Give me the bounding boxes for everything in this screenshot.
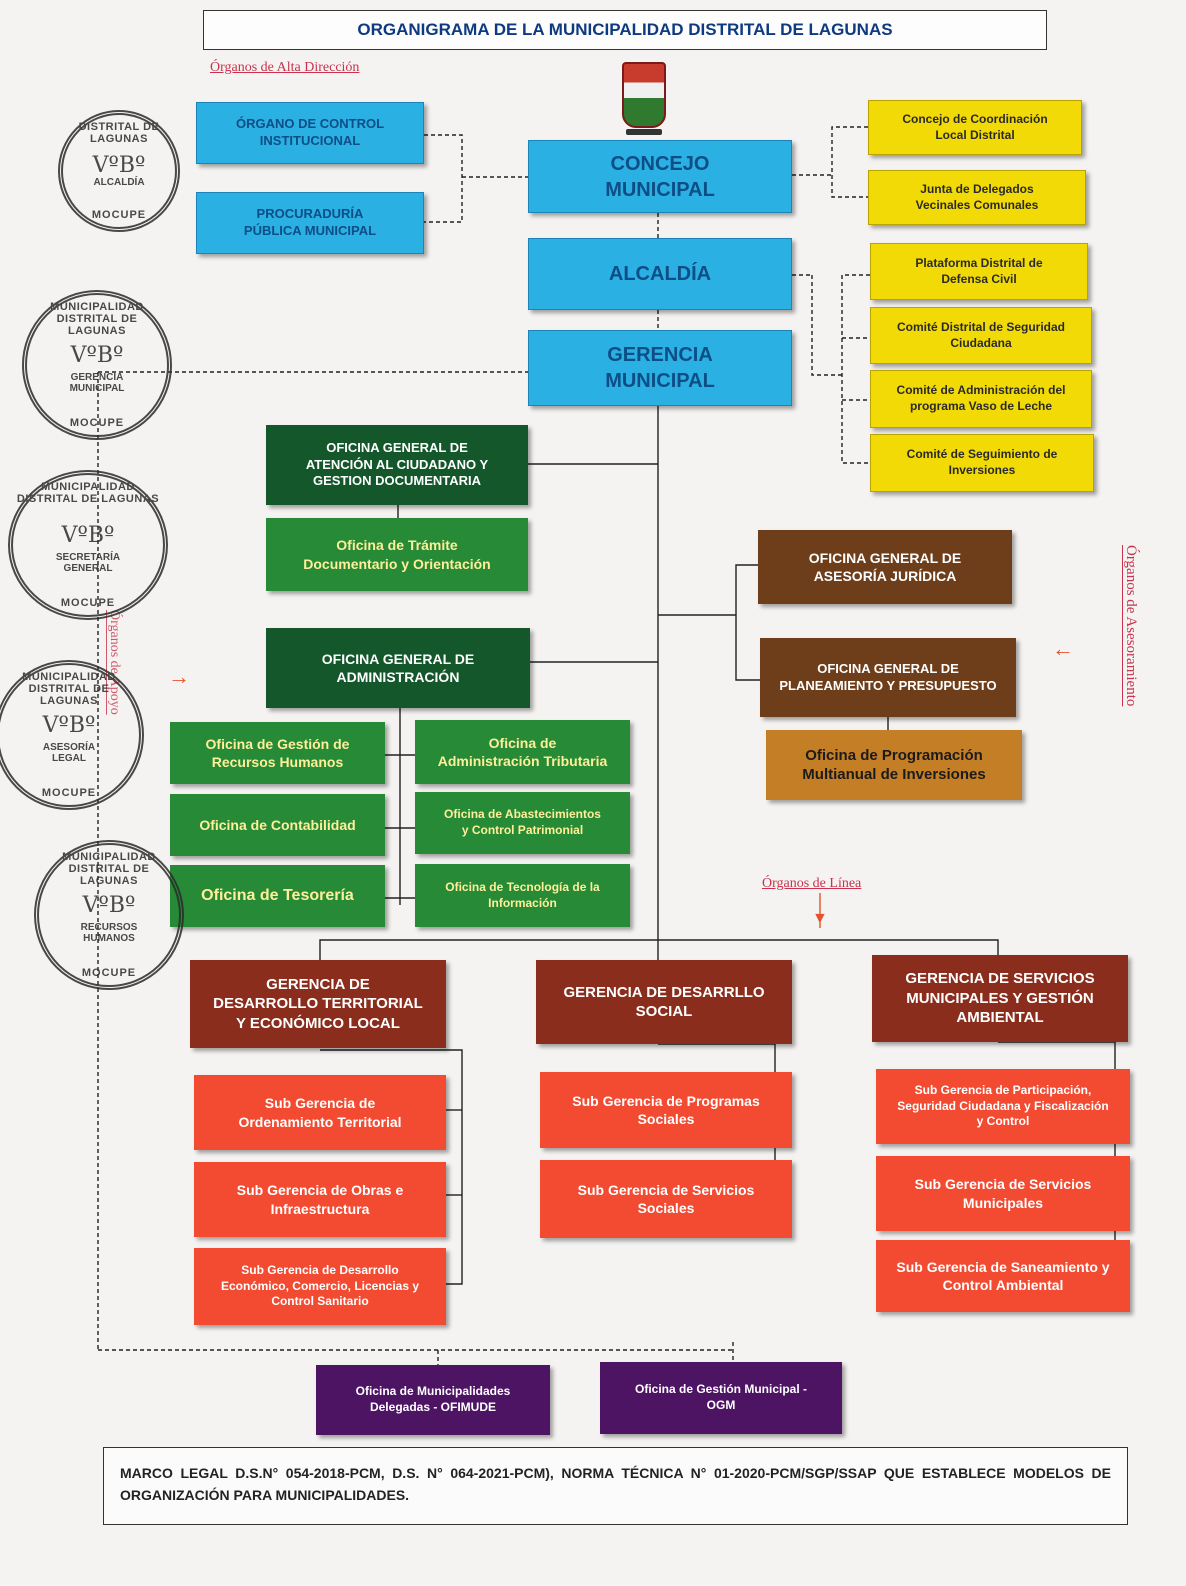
crest-base bbox=[626, 129, 662, 135]
box-og-atencion-ciudadano: OFICINA GENERAL DE ATENCIÓN AL CIUDADANO… bbox=[266, 425, 528, 505]
municipal-crest-icon bbox=[622, 62, 666, 128]
box-oficina-abastecimientos: Oficina de Abastecimientos y Control Pat… bbox=[415, 792, 630, 854]
stamp-office: SECRETARÍA GENERAL bbox=[55, 552, 121, 574]
box-sg-desarrollo-economico: Sub Gerencia de Desarrollo Económico, Co… bbox=[194, 1248, 446, 1325]
box-concejo-coordinacion: Concejo de Coordinación Local Distrital bbox=[868, 100, 1082, 155]
box-gerencia-municipal: GERENCIA MUNICIPAL bbox=[528, 330, 792, 406]
stamp-bottom-text: MOCUPE bbox=[69, 417, 125, 429]
box-oficina-ofimude: Oficina de Municipalidades Delegadas - O… bbox=[316, 1365, 550, 1435]
box-og-administracion: OFICINA GENERAL DE ADMINISTRACIÓN bbox=[266, 628, 530, 708]
box-gerencia-desarrollo-social: GERENCIA DE DESARRLLO SOCIAL bbox=[536, 960, 792, 1044]
approval-stamp: MUNICIPALIDAD DISTRITAL DE LAGUNAS VºBº … bbox=[34, 840, 184, 990]
red-arrow-icon: → bbox=[168, 664, 190, 689]
stamp-ring-text: MUNICIPALIDAD DISTRITAL DE LAGUNAS bbox=[22, 671, 116, 707]
box-sg-servicios-municipales: Sub Gerencia de Servicios Municipales bbox=[876, 1156, 1130, 1231]
box-oficina-programacion-multianual: Oficina de Programación Multianual de In… bbox=[766, 730, 1022, 800]
stamp-vb: VºBº bbox=[82, 892, 136, 918]
box-sg-ordenamiento-territorial: Sub Gerencia de Ordenamiento Territorial bbox=[194, 1075, 446, 1150]
box-procuraduria-publica: PROCURADURÍA PÚBLICA MUNICIPAL bbox=[196, 192, 424, 254]
box-oficina-tramite: Oficina de Trámite Documentario y Orient… bbox=[266, 518, 528, 591]
box-oficina-tecnologia: Oficina de Tecnología de la Información bbox=[415, 864, 630, 927]
box-plataforma-defensa-civil: Plataforma Distrital de Defensa Civil bbox=[870, 243, 1088, 300]
approval-stamp: MUNICIPALIDAD DISTRITAL DE LAGUNAS VºBº … bbox=[0, 660, 144, 810]
box-oficina-tributaria: Oficina de Administración Tributaria bbox=[415, 720, 630, 784]
stamp-ring-text: DISTRITAL DE LAGUNAS bbox=[78, 121, 160, 145]
stamp-bottom-text: MOCUPE bbox=[81, 967, 137, 979]
box-sg-servicios-sociales: Sub Gerencia de Servicios Sociales bbox=[540, 1160, 792, 1238]
box-sg-programas-sociales: Sub Gerencia de Programas Sociales bbox=[540, 1072, 792, 1148]
box-sg-saneamiento: Sub Gerencia de Saneamiento y Control Am… bbox=[876, 1240, 1130, 1312]
box-gerencia-desarrollo-territorial: GERENCIA DE DESARROLLO TERRITORIAL Y ECO… bbox=[190, 960, 446, 1048]
box-sg-participacion: Sub Gerencia de Participación, Seguridad… bbox=[876, 1069, 1130, 1144]
box-comite-seguridad: Comité Distrital de Seguridad Ciudadana bbox=[870, 307, 1092, 364]
stamp-bottom-text: MOCUPE bbox=[41, 787, 97, 799]
red-arrow-icon: ← bbox=[1052, 636, 1074, 661]
box-sg-obras: Sub Gerencia de Obras e Infraestructura bbox=[194, 1162, 446, 1237]
chart-title: ORGANIGRAMA DE LA MUNICIPALIDAD DISTRITA… bbox=[203, 10, 1047, 50]
section-label-linea: Órganos de Línea bbox=[762, 876, 862, 891]
stamp-ring-text: MUNICIPALIDAD DISTRITAL DE LAGUNAS bbox=[16, 481, 160, 505]
box-og-asesoria-juridica: OFICINA GENERAL DE ASESORÍA JURÍDICA bbox=[758, 530, 1012, 604]
stamp-office: ALCALDÍA bbox=[93, 176, 145, 188]
box-comite-inversiones: Comité de Seguimiento de Inversiones bbox=[870, 434, 1094, 492]
legal-footer: MARCO LEGAL D.S.N° 054-2018-PCM, D.S. N°… bbox=[103, 1447, 1128, 1525]
stamp-office: ASESORÍA LEGAL bbox=[42, 742, 96, 764]
red-arrow-down-icon: ▼ bbox=[812, 910, 828, 927]
box-comite-vaso-leche: Comité de Administración del programa Va… bbox=[870, 370, 1092, 428]
stamp-bottom-text: MOCUPE bbox=[91, 209, 147, 221]
stamp-office: RECURSOS HUMANOS bbox=[80, 922, 138, 944]
stamp-ring-text: MUNICIPALIDAD DISTRITAL DE LAGUNAS bbox=[50, 301, 144, 337]
box-oficina-ogm: Oficina de Gestión Municipal - OGM bbox=[600, 1362, 842, 1434]
approval-stamp: MUNICIPALIDAD DISTRITAL DE LAGUNAS VºBº … bbox=[22, 290, 172, 440]
stamp-vb: VºBº bbox=[42, 712, 96, 738]
box-oficina-tesoreria: Oficina de Tesorería bbox=[170, 865, 385, 927]
approval-stamp: DISTRITAL DE LAGUNAS VºBº ALCALDÍA MOCUP… bbox=[58, 110, 180, 232]
box-alcaldia: ALCALDÍA bbox=[528, 238, 792, 310]
box-og-planeamiento: OFICINA GENERAL DE PLANEAMIENTO Y PRESUP… bbox=[760, 638, 1016, 717]
box-oficina-rrhh: Oficina de Gestión de Recursos Humanos bbox=[170, 722, 385, 784]
stamp-bottom-text: MOCUPE bbox=[60, 597, 116, 609]
stamp-vb: VºBº bbox=[61, 522, 115, 548]
section-label-asesoramiento: Órganos de Asesoramiento bbox=[1123, 545, 1139, 707]
box-gerencia-servicios-municipales: GERENCIA DE SERVICIOS MUNICIPALES Y GEST… bbox=[872, 955, 1128, 1042]
approval-stamp: MUNICIPALIDAD DISTRITAL DE LAGUNAS VºBº … bbox=[8, 470, 168, 620]
stamp-vb: VºBº bbox=[92, 153, 146, 179]
box-junta-delegados: Junta de Delegados Vecinales Comunales bbox=[868, 170, 1086, 225]
box-concejo-municipal: CONCEJO MUNICIPAL bbox=[528, 140, 792, 213]
stamp-office: GERENCIA MUNICIPAL bbox=[69, 372, 125, 394]
box-oficina-contabilidad: Oficina de Contabilidad bbox=[170, 794, 385, 856]
stamp-vb: VºBº bbox=[70, 342, 124, 368]
stamp-ring-text: MUNICIPALIDAD DISTRITAL DE LAGUNAS bbox=[62, 851, 156, 887]
box-organo-control-institucional: ÓRGANO DE CONTROL INSTITUCIONAL bbox=[196, 102, 424, 164]
section-label-alta-direccion: Órganos de Alta Dirección bbox=[210, 60, 360, 75]
